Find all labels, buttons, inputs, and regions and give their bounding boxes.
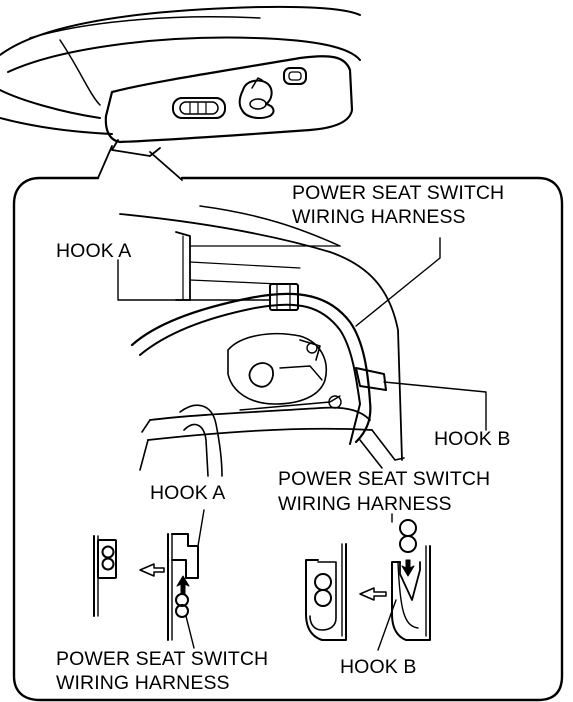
label-main-harness-line2: WIRING HARNESS xyxy=(292,206,466,228)
harness-connector xyxy=(270,284,298,310)
harness-routing-illustration xyxy=(118,206,486,476)
leader-hook-a-top xyxy=(118,260,270,300)
label-detail-harness-left-line2: WIRING HARNESS xyxy=(56,672,230,694)
hook-b-detail xyxy=(306,514,430,650)
harness-bundle xyxy=(132,294,370,442)
lumbar-switch xyxy=(284,68,306,84)
label-detail-harness-right-line1: POWER SEAT SWITCH xyxy=(278,468,491,490)
label-main-harness-line1: POWER SEAT SWITCH xyxy=(292,182,505,204)
detail-frame xyxy=(14,178,562,700)
label-hook-b-top: HOOK B xyxy=(434,428,511,450)
hook-a-arrow xyxy=(140,564,164,576)
label-hook-a-detail: HOOK A xyxy=(150,482,226,504)
recline-switch xyxy=(240,78,274,118)
hook-b-arrow xyxy=(360,588,386,600)
hook-b-clip xyxy=(356,368,386,390)
leader-hook-b-top xyxy=(384,382,486,430)
label-hook-b-detail: HOOK B xyxy=(340,656,417,678)
slide-switch xyxy=(173,98,225,118)
seat-cushion xyxy=(0,7,360,55)
leader-main-harness xyxy=(356,238,440,326)
seat-side-shield xyxy=(106,56,352,142)
label-hook-a-top: HOOK A xyxy=(56,240,132,262)
label-detail-harness-left-line1: POWER SEAT SWITCH xyxy=(56,648,269,670)
seat-overview xyxy=(0,7,360,180)
hook-a-detail xyxy=(94,510,204,648)
label-detail-harness-right-line2: WIRING HARNESS xyxy=(278,493,452,515)
